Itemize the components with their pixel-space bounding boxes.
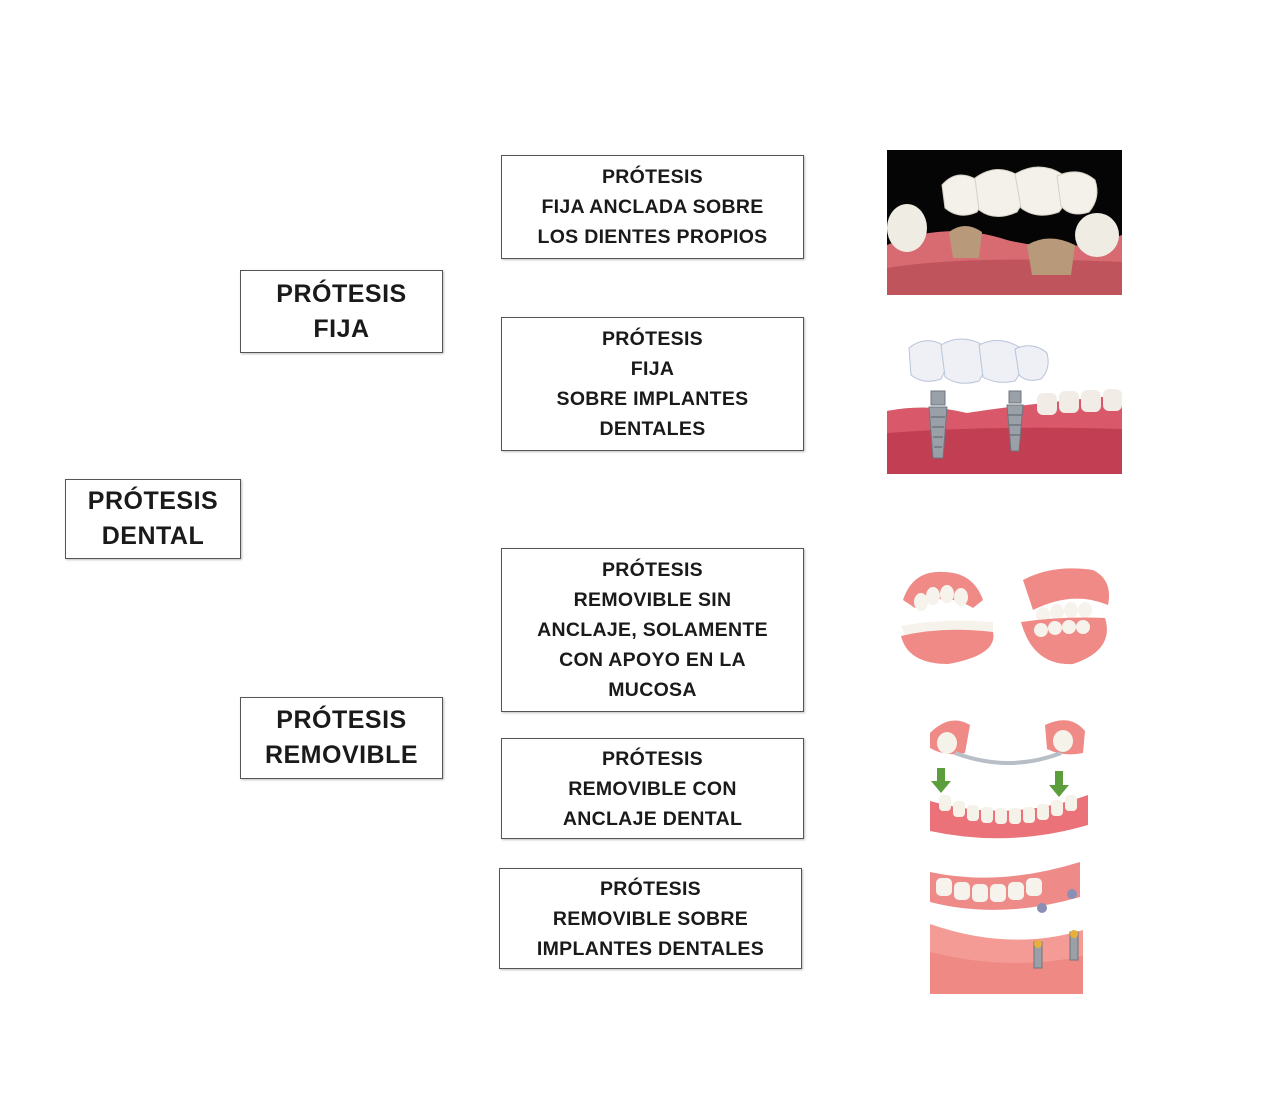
item-label: PRÓTESIS FIJA SOBRE IMPLANTES DENTALES — [556, 328, 749, 440]
implant-overdenture-icon — [930, 852, 1083, 994]
item-label: PRÓTESIS REMOVIBLE SIN ANCLAJE, SOLAMENT… — [537, 559, 768, 701]
category-fija: PRÓTESIS FIJA — [240, 270, 443, 353]
item-label: PRÓTESIS REMOVIBLE SOBRE IMPLANTES DENTA… — [536, 877, 765, 960]
item-label: PRÓTESIS FIJA ANCLADA SOBRE LOS DIENTES … — [537, 166, 768, 248]
implant-bridge-icon — [887, 333, 1122, 474]
category-removible: PRÓTESIS REMOVIBLE — [240, 697, 443, 779]
partial-denture-icon — [925, 713, 1093, 843]
item-removible-mucosa: PRÓTESIS REMOVIBLE SIN ANCLAJE, SOLAMENT… — [501, 548, 804, 712]
complete-denture-icon — [893, 560, 1123, 672]
item-removible-anclaje: PRÓTESIS REMOVIBLE CON ANCLAJE DENTAL — [501, 738, 804, 839]
item-removible-implantes: PRÓTESIS REMOVIBLE SOBRE IMPLANTES DENTA… — [499, 868, 802, 969]
item-fija-dientes-propios: PRÓTESIS FIJA ANCLADA SOBRE LOS DIENTES … — [501, 155, 804, 259]
item-fija-implantes: PRÓTESIS FIJA SOBRE IMPLANTES DENTALES — [501, 317, 804, 451]
root-label: PRÓTESIS DENTAL — [87, 487, 219, 550]
category-removible-label: PRÓTESIS REMOVIBLE — [264, 706, 419, 769]
category-fija-label: PRÓTESIS FIJA — [276, 279, 407, 343]
tooth-bridge-icon — [887, 150, 1122, 295]
root-node: PRÓTESIS DENTAL — [65, 479, 241, 559]
item-label: PRÓTESIS REMOVIBLE CON ANCLAJE DENTAL — [562, 747, 743, 830]
